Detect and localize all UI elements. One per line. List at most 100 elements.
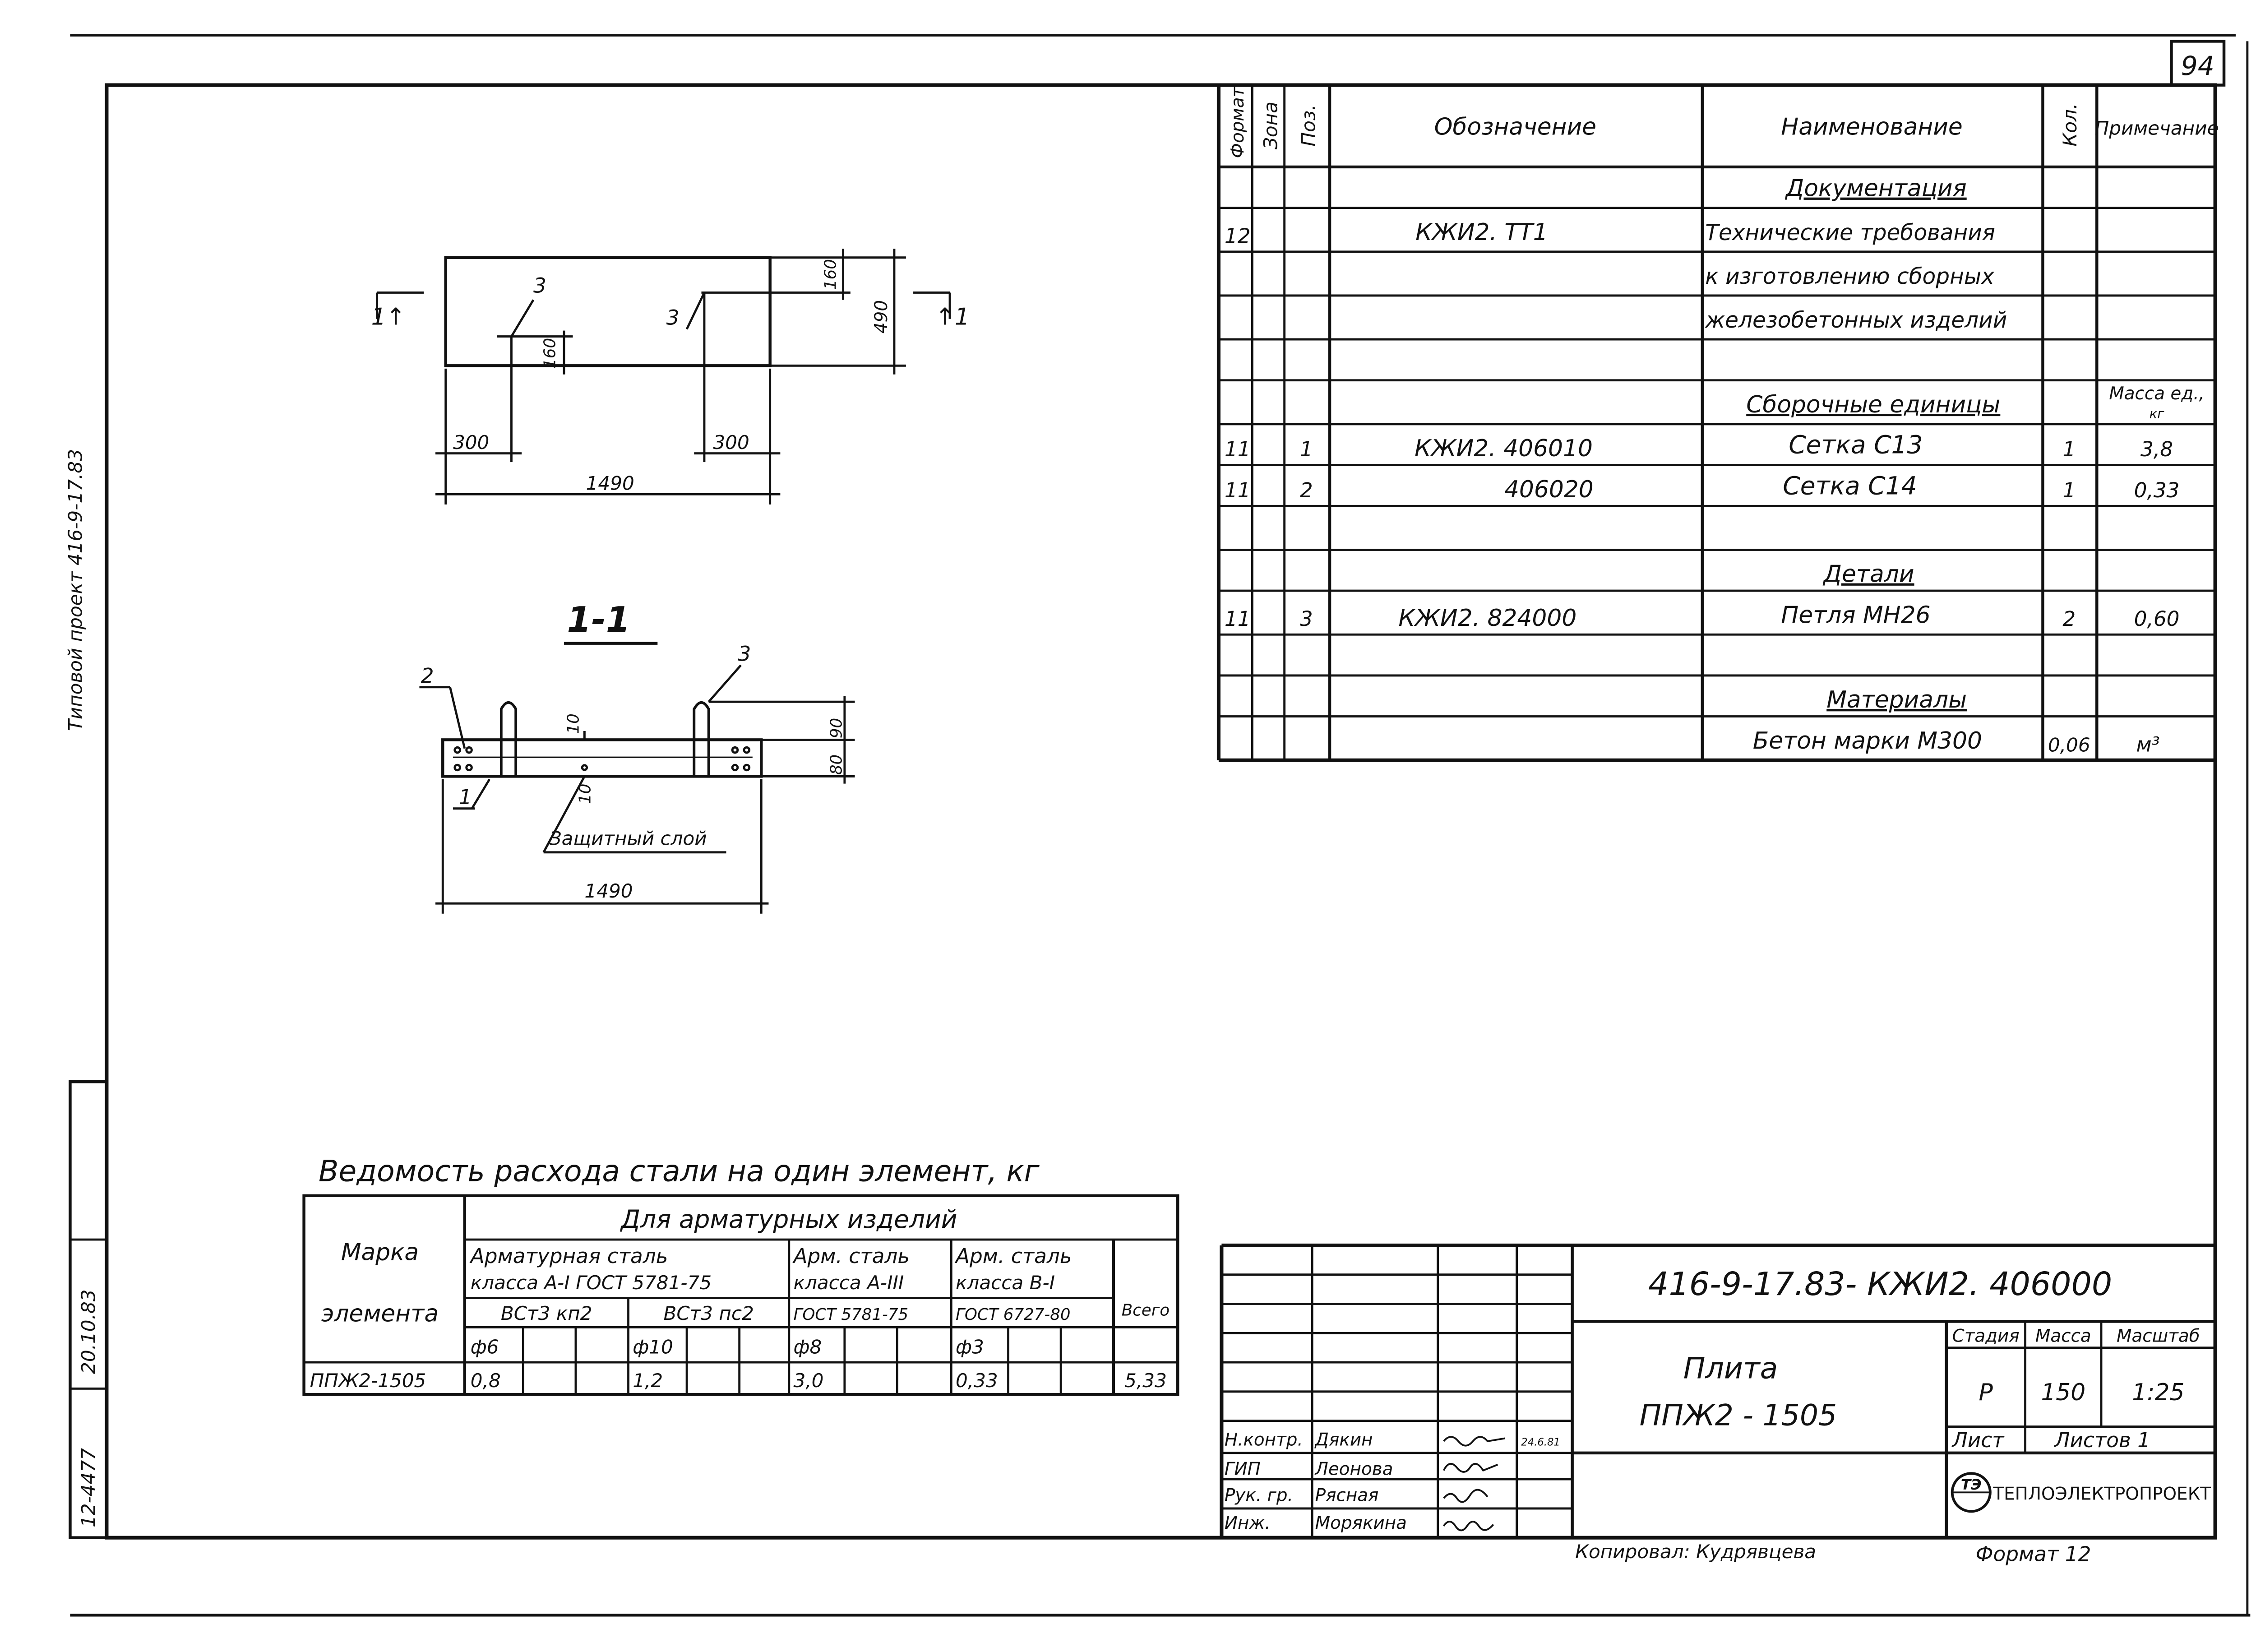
margin-inventory-number: 12-4477 (78, 1448, 100, 1527)
steel-header-mark-line-2: элемента (321, 1300, 439, 1327)
spec-section-assemblies: Сборочные единицы (1746, 391, 2000, 418)
title-product-mark: ППЖ2 - 1505 (1640, 1398, 1837, 1432)
spec-row-1-note: 3,8 (2140, 437, 2173, 461)
spec-header-pos: Поз. (1298, 104, 1320, 146)
signatures (1442, 1436, 1505, 1532)
title-product-name: Плита (1683, 1352, 1778, 1386)
spec-header-qty: Кол. (2059, 103, 2081, 147)
spec-row-3-note: 0,60 (2134, 607, 2180, 631)
spec-row-3-pos: 3 (1300, 607, 1313, 631)
plan-cut-mark-left: 1↑ (371, 304, 406, 331)
section-pos-1: 1 (459, 785, 472, 809)
title-stage-value: Р (1979, 1379, 1993, 1406)
spec-doc-name-line-1: Технические требования (1705, 220, 1995, 245)
title-scale-label: Масштаб (2117, 1326, 2200, 1347)
steel-header-col1-line-1: Арматурная сталь (469, 1244, 668, 1268)
plan-dim-300-right: 300 (713, 431, 749, 453)
spec-doc-name-line-3: железобетонных изделий (1705, 308, 2007, 333)
spec-header-format: Формат (1228, 86, 1248, 158)
steel-sub-4: ГОСТ 6727-80 (956, 1305, 1071, 1324)
steel-row-v3: 3,0 (794, 1370, 824, 1392)
name-group-head: Рясная (1315, 1485, 1379, 1506)
steel-dia-2: ф10 (633, 1336, 673, 1358)
title-sheet-label: Лист (1951, 1428, 2005, 1452)
steel-sub-1: ВСт3 кп2 (501, 1302, 592, 1324)
steel-header-col2-line-1: Арм. сталь (792, 1244, 910, 1268)
name-chief-engineer: Леонова (1314, 1459, 1393, 1479)
page-number: 94 (2181, 51, 2214, 81)
spec-row-3-qty: 2 (2062, 607, 2076, 631)
plan-dim-300-left: 300 (453, 431, 489, 453)
section-view (419, 664, 855, 914)
plan-dim-490: 490 (871, 300, 892, 333)
section-pos-3: 3 (738, 642, 751, 666)
role-engineer: Инж. (1225, 1513, 1271, 1533)
spec-row-3-format: 11 (1225, 607, 1251, 631)
spec-doc-format: 12 (1225, 224, 1251, 248)
margin-project-note: Типовой проект 416-9-17.83 (64, 449, 86, 731)
spec-row-4-note: м³ (2136, 732, 2159, 756)
section-dim-10-bottom: 10 (576, 784, 594, 804)
spec-row-4-qty: 0,06 (2048, 734, 2090, 756)
margin-signature-date: 20.10.83 (78, 1289, 100, 1374)
steel-header-col3-line-2: класса В-I (956, 1272, 1055, 1294)
plan-dim-160-lower: 160 (541, 338, 559, 369)
name-engineer: Морякина (1315, 1513, 1407, 1533)
plan-dim-160-upper: 160 (821, 259, 840, 290)
sheet-format: Формат 12 (1975, 1542, 2091, 1566)
plan-pos-3-left: 3 (533, 273, 546, 297)
section-title: 1-1 (567, 600, 630, 640)
spec-row-1-designation: КЖИ2. 406010 (1415, 435, 1593, 462)
plan-pos-3-right: 3 (666, 306, 680, 330)
spec-row-2-qty: 1 (2062, 478, 2076, 502)
steel-header-total: Всего (1122, 1301, 1170, 1319)
steel-row-total: 5,33 (1124, 1370, 1167, 1392)
plan-dim-1490: 1490 (586, 472, 634, 495)
plan-view (376, 249, 951, 505)
spec-header-note: Примечание (2095, 117, 2219, 139)
spec-row-1-format: 11 (1225, 437, 1251, 461)
section-dim-1490: 1490 (584, 880, 633, 902)
company-logo (1951, 1472, 1992, 1513)
title-block (1220, 1243, 2215, 1538)
section-dim-10-top: 10 (564, 713, 582, 734)
spec-row-2-note: 0,33 (2134, 478, 2180, 502)
spec-row-2-name: Сетка С14 (1783, 471, 1917, 500)
steel-header-col1-line-2: класса А-I ГОСТ 5781-75 (471, 1272, 712, 1294)
spec-header-designation: Обозначение (1434, 114, 1596, 141)
steel-sub-2: ВСт3 пс2 (663, 1302, 754, 1324)
sheet-border (70, 34, 2251, 1617)
role-group-head: Рук. гр. (1225, 1485, 1293, 1506)
steel-dia-4: ф3 (956, 1336, 984, 1358)
spec-header-name: Наименование (1781, 114, 1963, 141)
steel-row-v2: 1,2 (633, 1370, 663, 1392)
plan-cut-mark-right: ↑1 (935, 304, 970, 331)
spec-row-1-pos: 1 (1300, 437, 1313, 461)
date-norm-control: 24.6.81 (1521, 1437, 1560, 1448)
spec-row-1-name: Сетка С13 (1789, 430, 1923, 459)
specification-table (1216, 85, 2215, 762)
steel-row-v1: 0,8 (471, 1370, 501, 1392)
steel-sub-3: ГОСТ 5781-75 (794, 1305, 909, 1324)
margin-stamp (69, 1080, 108, 1539)
steel-table (302, 1194, 1179, 1396)
spec-mass-unit-line-1: Масса ед., (2109, 384, 2205, 404)
section-pos-2: 2 (421, 664, 434, 688)
title-sheets-label: Листов 1 (2053, 1428, 2150, 1452)
steel-row-v4: 0,33 (956, 1370, 998, 1392)
spec-section-details: Детали (1823, 561, 1914, 588)
company-logo-text: ТЭ (1961, 1476, 1982, 1493)
title-scale-value: 1:25 (2132, 1379, 2184, 1406)
spec-section-documentation: Документация (1785, 175, 1967, 202)
spec-doc-designation: КЖИ2. ТТ1 (1415, 219, 1548, 246)
steel-header-col3-line-1: Арм. сталь (954, 1244, 1072, 1268)
title-mass-value: 150 (2041, 1379, 2085, 1406)
spec-header-zone: Зона (1259, 102, 1281, 149)
role-chief-engineer: ГИП (1225, 1459, 1261, 1479)
section-protective-layer: Защитный слой (550, 828, 707, 850)
title-mass-label: Масса (2035, 1326, 2091, 1347)
spec-row-1-qty: 1 (2062, 437, 2076, 461)
steel-row-mark: ППЖ2-1505 (310, 1370, 426, 1392)
